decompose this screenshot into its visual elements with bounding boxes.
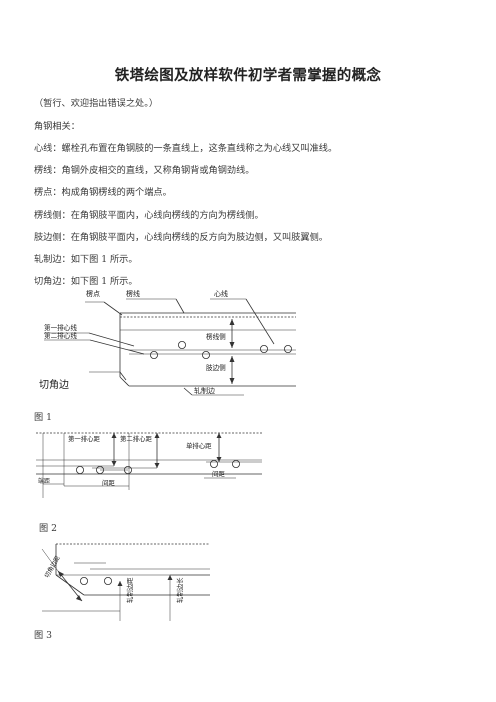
figure-1-caption: 图 1 [34, 412, 52, 423]
label-cut-edge-dist: 切角边距 [43, 554, 62, 579]
label-center-line: 心线 [214, 289, 228, 298]
label-first-row-dist: 第一排心距 [68, 434, 101, 443]
label-rolled-edge-dist: 轧制边距 [125, 577, 134, 603]
definition-ridge-line: 楞线：角钢外皮相交的直线，又称角钢背或角钢劲线。 [34, 165, 255, 176]
label-end-dist: 端距 [38, 477, 50, 485]
figure-1: 楞点 楞线 心线 第一排心线 第二排心线 楞线侧 肢边侧 切角边 轧制边 [34, 282, 304, 400]
label-ridge-line: 楞线 [126, 289, 140, 298]
definition-cut-edge: 切角边：如下图 1 所示。 [34, 276, 138, 287]
figure-2: 第一排心距 第二排心距 单排心距 端距 间距 间距 [36, 426, 262, 498]
definition-ridge-side: 楞线侧：在角钢肢平面内，心线向楞线的方向为楞线侧。 [34, 210, 264, 221]
page-title: 铁塔绘图及放样软件初学者需掌握的概念 [114, 68, 382, 84]
section-heading: 角钢相关： [34, 121, 80, 132]
label-leg-side: 肢边侧 [206, 363, 226, 372]
label-cut-edge: 切角边 [39, 379, 69, 391]
label-second-row: 第二排心线 [44, 331, 77, 340]
label-spacing-left: 间距 [102, 479, 115, 487]
label-ridge-side: 楞线侧 [206, 332, 226, 341]
figure-2-caption: 图 2 [39, 523, 57, 534]
label-rolled-edge: 轧制边 [194, 386, 215, 395]
label-ridge-point: 楞点 [86, 289, 100, 298]
figure-3: 切角边距 轧制边距 轧制边长 [34, 537, 210, 623]
figure-3-caption: 图 3 [34, 630, 52, 641]
label-first-row: 第一排心线 [44, 323, 77, 332]
label-rolled-edge-depth: 轧制边长 [175, 577, 184, 603]
definition-leg-side: 肢边侧：在角钢肢平面内，心线向楞线的反方向为肢边侧，又叫肢翼侧。 [34, 232, 328, 243]
definition-rolled-edge: 轧制边：如下图 1 所示。 [34, 254, 138, 265]
note-text: （暂行、欢迎指出错误之处。） [34, 98, 159, 109]
label-single-row-dist: 单排心距 [186, 441, 212, 450]
label-spacing-right: 间距 [212, 470, 225, 478]
definition-center-line: 心线：螺栓孔布置在角钢肢的一条直线上，这条直线称之为心线又叫准线。 [34, 143, 338, 154]
definition-ridge-point: 楞点：构成角钢楞线的两个端点。 [34, 187, 172, 198]
label-second-row-dist: 第二排心距 [120, 434, 153, 443]
